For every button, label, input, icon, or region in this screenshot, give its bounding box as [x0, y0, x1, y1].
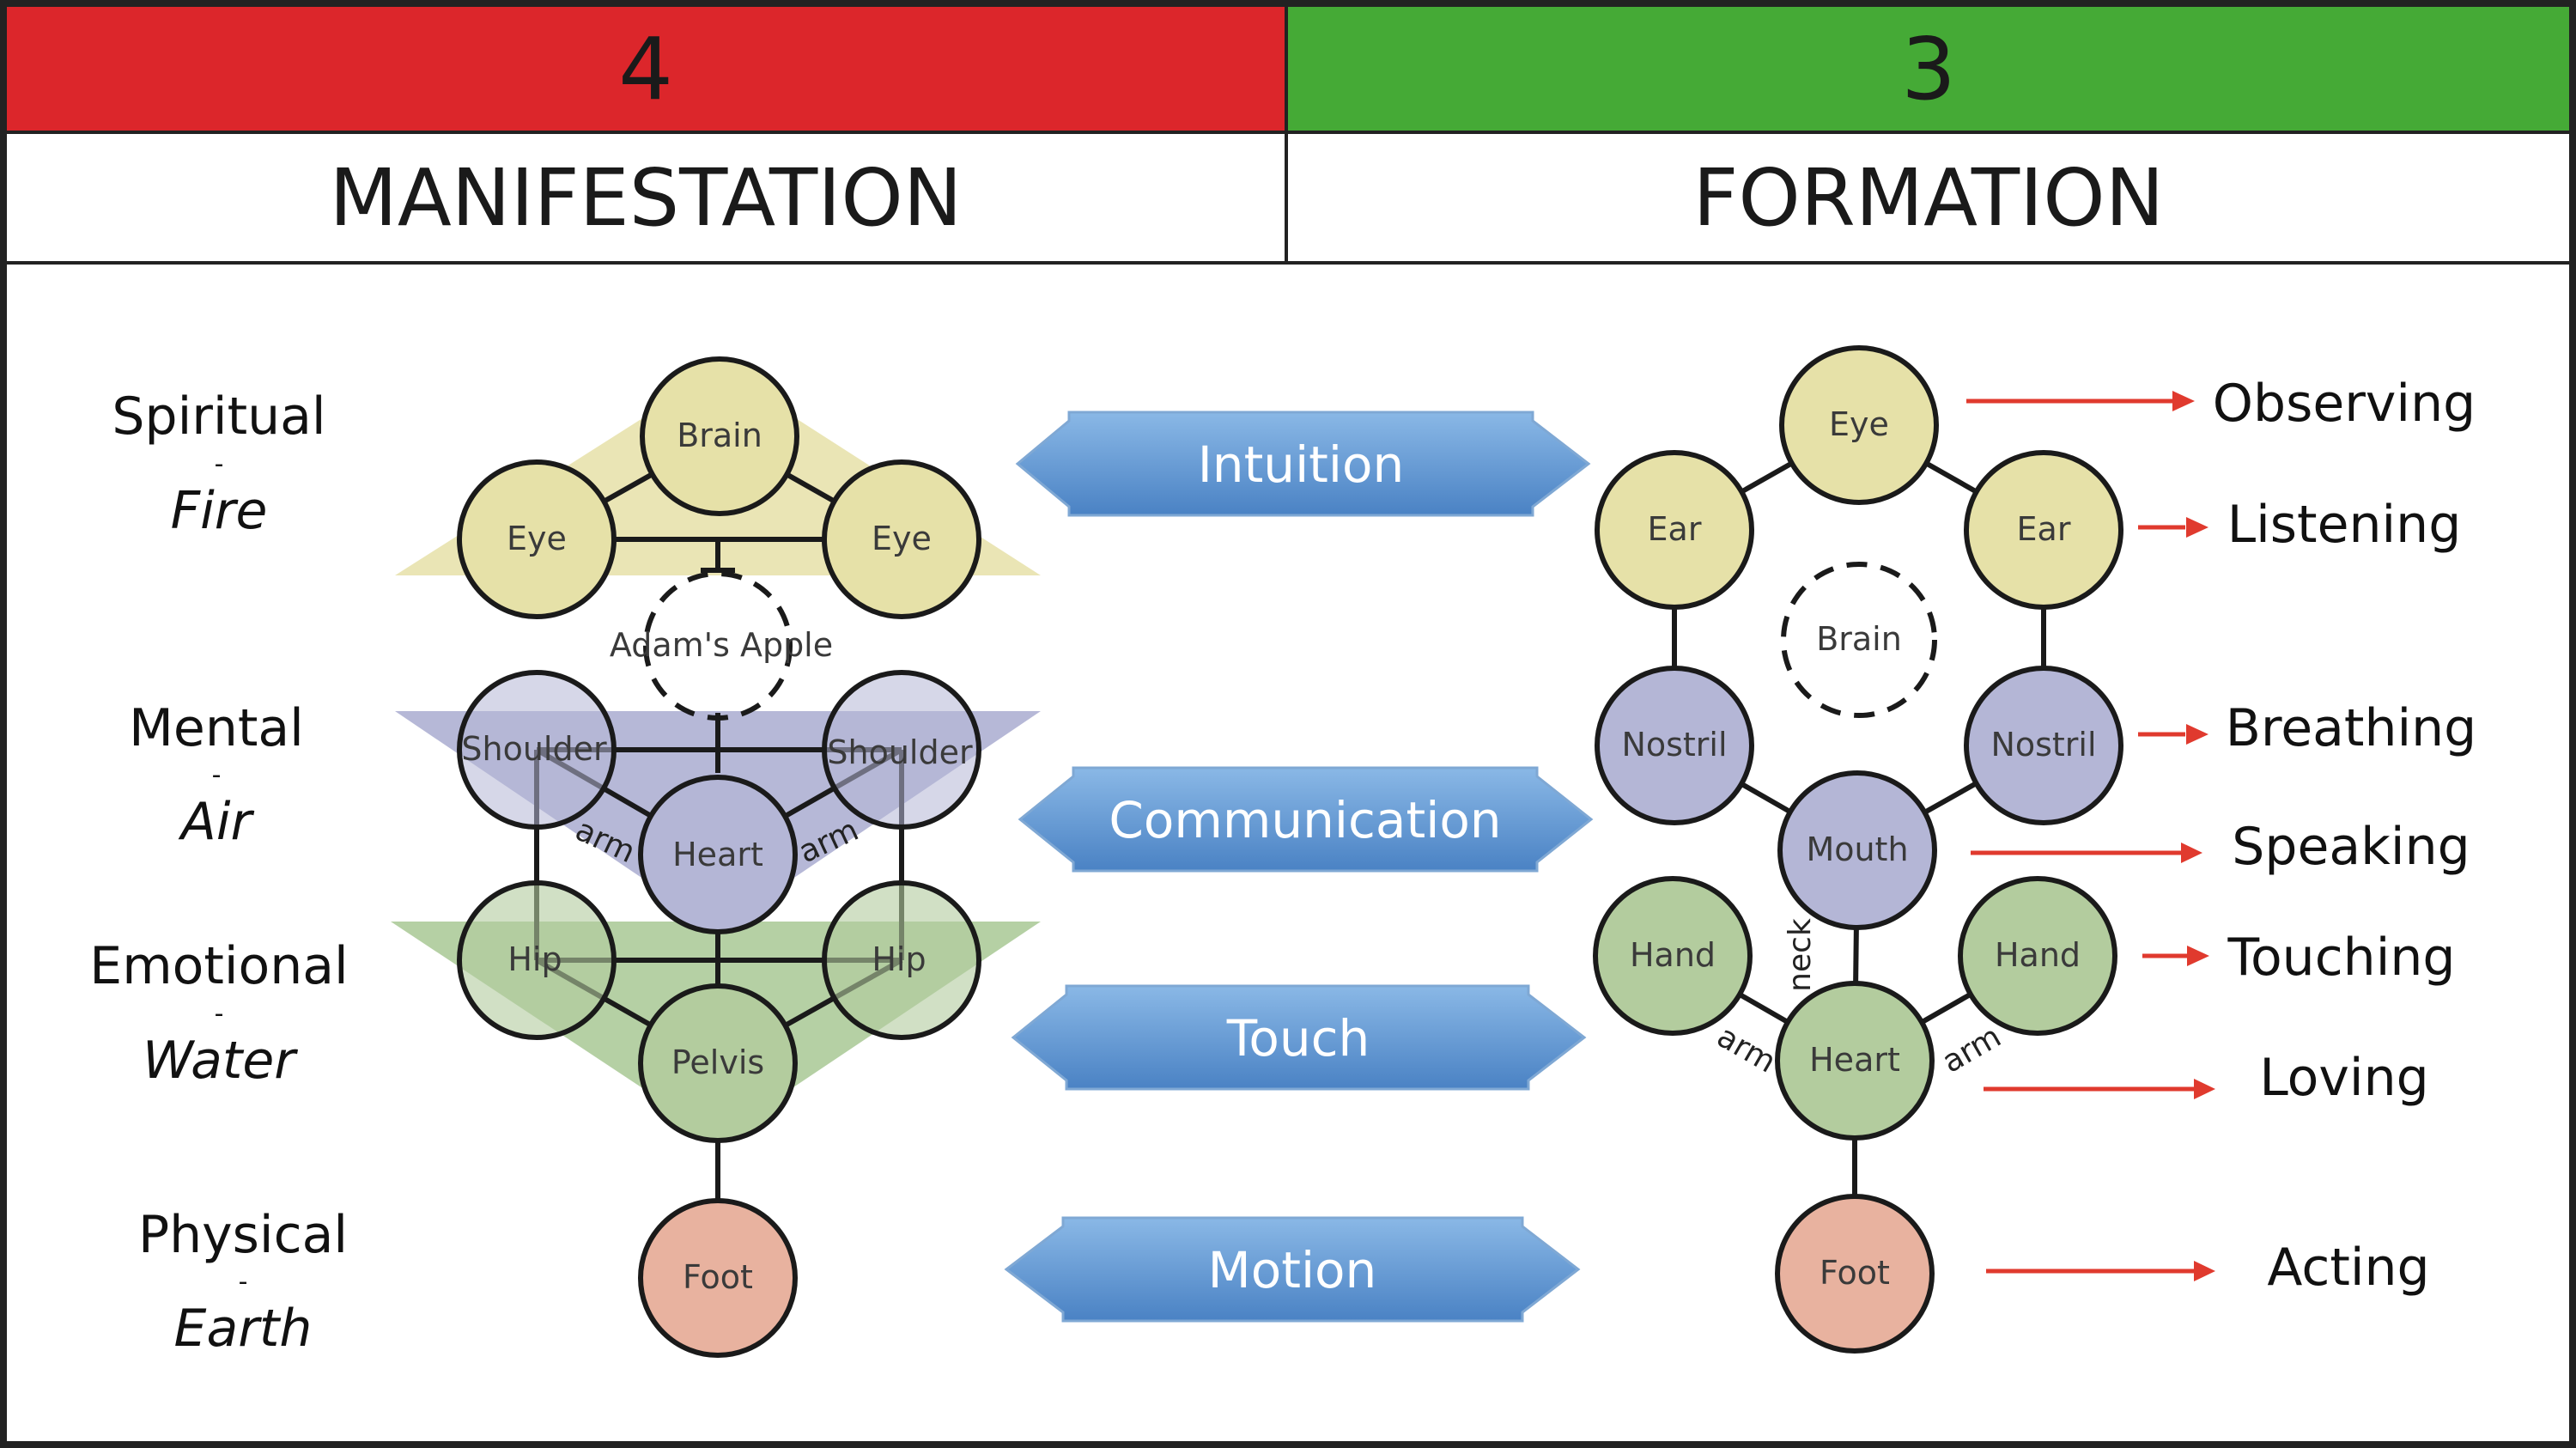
shoulder-label: Shoulder — [461, 730, 607, 768]
pelvis-node — [638, 983, 798, 1143]
level-element: Fire — [171, 481, 268, 541]
manifestation-nodes — [457, 356, 981, 1358]
touch-arrow: Touch — [1011, 984, 1587, 1091]
manifestation-tree: arm arm Brain Eye Eye Adam's Apple Shoul… — [391, 356, 1041, 1358]
hip-node — [822, 880, 981, 1040]
level-element: Water — [143, 1031, 298, 1091]
action-label: Loving — [2259, 1048, 2428, 1108]
hip-label: Hip — [507, 940, 562, 978]
ear-label: Ear — [1648, 510, 1702, 548]
eye-node — [1779, 345, 1939, 505]
intuition-label: Intuition — [1198, 435, 1405, 494]
foot-label: Foot — [683, 1258, 753, 1296]
level-separator: - — [239, 1267, 248, 1297]
formation-number: 3 — [1288, 7, 2569, 134]
motion-label: Motion — [1208, 1241, 1377, 1299]
adams-apple-label: Adam's Apple — [610, 626, 833, 664]
action-label: Breathing — [2226, 698, 2477, 758]
level-mental: Mental - Air — [129, 698, 304, 852]
level-name: Mental — [129, 698, 304, 758]
level-name: Physical — [138, 1205, 348, 1265]
formation-node-labels: Eye Ear Ear Brain Nostril Nostril Mouth … — [1621, 405, 2096, 1292]
level-emotional: Emotional - Water — [89, 936, 348, 1091]
level-separator: - — [215, 999, 224, 1029]
pelvis-label: Pelvis — [671, 1043, 764, 1081]
eye-label: Eye — [507, 520, 567, 557]
adams-apple-node — [643, 571, 793, 721]
hand-label: Hand — [1995, 936, 2081, 974]
foot-node — [638, 1198, 798, 1358]
communication-label: Communication — [1109, 791, 1501, 849]
ear-node — [1595, 450, 1754, 610]
manifestation-node-labels: Brain Eye Eye Adam's Apple Shoulder Shou… — [461, 417, 973, 1296]
formation-title: FORMATION — [1288, 134, 2569, 265]
hand-node — [1593, 876, 1753, 1036]
action-label: Acting — [2267, 1238, 2429, 1298]
brain-label: Brain — [677, 417, 762, 454]
arm-edge-label: arm — [1936, 1019, 2007, 1080]
manifestation-number: 4 — [7, 7, 1288, 134]
foot-label: Foot — [1820, 1254, 1890, 1292]
action-label: Observing — [2213, 374, 2476, 434]
touch-label: Touch — [1226, 1009, 1370, 1068]
nostril-node — [1595, 666, 1754, 825]
eye-node — [457, 459, 617, 619]
level-separator: - — [212, 760, 222, 790]
level-physical: Physical - Earth — [138, 1205, 348, 1359]
shoulder-node — [822, 670, 981, 830]
level-name: Emotional — [89, 936, 348, 996]
formation-nodes — [1593, 345, 2123, 1354]
action-arrows: Observing Listening Breathing Speaking T… — [1966, 374, 2476, 1298]
heart-node — [638, 775, 798, 934]
hip-node — [457, 880, 617, 1040]
hand-label: Hand — [1630, 936, 1716, 974]
brain-label: Brain — [1816, 620, 1902, 658]
hand-node — [1958, 876, 2117, 1036]
manifestation-title: MANIFESTATION — [7, 134, 1288, 265]
eye-label: Eye — [1829, 405, 1889, 443]
level-name: Spiritual — [112, 386, 325, 447]
level-separator: - — [215, 449, 224, 479]
heart-label: Heart — [672, 836, 763, 873]
shoulder-node — [457, 670, 617, 830]
nostril-label: Nostril — [1621, 726, 1727, 764]
nostril-node — [1964, 666, 2123, 825]
shoulder-label: Shoulder — [827, 733, 973, 771]
brain-node — [640, 356, 799, 516]
level-element: Earth — [174, 1299, 313, 1359]
level-spiritual: Spiritual - Fire — [112, 386, 325, 541]
level-element: Air — [178, 792, 255, 852]
arm-edge-label: arm — [1711, 1019, 1782, 1080]
motion-arrow: Motion — [1004, 1216, 1581, 1323]
eye-label: Eye — [872, 520, 932, 557]
mouth-label: Mouth — [1806, 830, 1908, 868]
intuition-arrow: Intuition — [1015, 411, 1591, 517]
ear-node — [1964, 450, 2123, 610]
action-label: Speaking — [2232, 817, 2470, 877]
action-label: Listening — [2227, 495, 2462, 555]
brain-node — [1781, 562, 1937, 718]
foot-node — [1775, 1194, 1935, 1354]
mouth-node — [1777, 770, 1937, 930]
eye-node — [822, 459, 981, 619]
communication-arrow: Communication — [1018, 766, 1594, 873]
neck-edge-label: neck — [1783, 918, 1818, 992]
center-arrows: Intuition Communication Touch Motion — [1004, 411, 1594, 1323]
action-label: Touching — [2227, 928, 2456, 988]
nostril-label: Nostril — [1990, 726, 2096, 764]
formation-tree: neck arm arm Eye Ear Ear Brain Nostril N… — [1593, 345, 2123, 1354]
heart-node — [1775, 981, 1935, 1141]
heart-label: Heart — [1809, 1041, 1900, 1079]
ear-label: Ear — [2017, 510, 2071, 548]
hip-label: Hip — [872, 940, 926, 978]
